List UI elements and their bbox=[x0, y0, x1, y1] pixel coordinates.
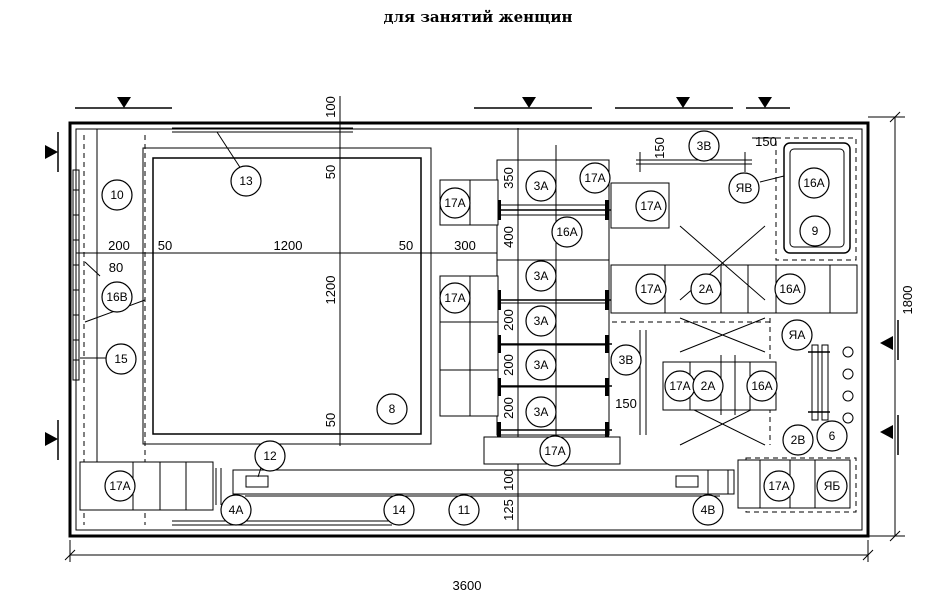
dim-1200-v: 1200 bbox=[323, 276, 338, 305]
label-3a-5: 3А bbox=[534, 405, 549, 419]
dim-150-c: 150 bbox=[615, 396, 637, 411]
label-16a-center: 16А bbox=[556, 225, 577, 239]
label-2a-1: 2А bbox=[699, 282, 714, 296]
label-11: 11 bbox=[458, 503, 471, 517]
dim-200-a: 200 bbox=[501, 309, 516, 331]
label-17a-bottom-right: 17А bbox=[768, 479, 789, 493]
dim-400: 400 bbox=[501, 226, 516, 248]
label-12: 12 bbox=[263, 449, 277, 463]
label-17a-right-lower: 17А bbox=[669, 379, 690, 393]
dimension-lines bbox=[64, 96, 905, 562]
dim-200-left: 200 bbox=[108, 238, 130, 253]
label-4a: 4А bbox=[229, 503, 244, 517]
dim-125: 125 bbox=[501, 499, 516, 521]
bottom-benches bbox=[79, 454, 735, 526]
label-14: 14 bbox=[392, 503, 406, 517]
label-17a-left-mid: 17А bbox=[444, 291, 465, 305]
center-equipment bbox=[439, 145, 670, 465]
label-17a-right-mid: 17А bbox=[640, 282, 661, 296]
label-3v-right: 3В bbox=[619, 353, 634, 367]
label-17a-right-upper: 17А bbox=[640, 199, 661, 213]
dim-1800: 1800 bbox=[900, 286, 915, 315]
label-17a-top: 17А bbox=[584, 171, 605, 185]
label-3v-top: 3В bbox=[697, 139, 712, 153]
label-2v: 2В bbox=[791, 433, 806, 447]
label-8: 8 bbox=[389, 402, 396, 416]
label-3a-2: 3А bbox=[534, 269, 549, 283]
label-17a-bottom-left: 17А bbox=[109, 479, 130, 493]
dim-100-top: 100 bbox=[323, 96, 338, 118]
label-10: 10 bbox=[110, 188, 124, 202]
dim-300: 300 bbox=[454, 238, 476, 253]
label-9: 9 bbox=[812, 224, 819, 238]
label-13: 13 bbox=[239, 174, 253, 188]
label-17a-left-upper: 17А bbox=[444, 196, 465, 210]
label-16a-right-lower: 16А bbox=[751, 379, 772, 393]
callouts: 10 13 16В 15 8 12 17А 4А 14 11 4В 17А 17… bbox=[101, 130, 848, 526]
label-3a-3: 3А bbox=[534, 314, 549, 328]
dim-80: 80 bbox=[109, 260, 123, 275]
label-3a-4: 3А bbox=[534, 358, 549, 372]
left-strip bbox=[72, 129, 146, 525]
label-yav: ЯВ bbox=[736, 181, 753, 195]
dim-50-a: 50 bbox=[323, 165, 338, 179]
section-markers bbox=[45, 97, 899, 460]
dim-150-a: 150 bbox=[652, 137, 667, 159]
label-16v: 16В bbox=[106, 290, 127, 304]
dim-150-b: 150 bbox=[755, 134, 777, 149]
label-yaa: ЯА bbox=[789, 328, 806, 342]
label-3a-1: 3А bbox=[534, 179, 549, 193]
dim-100-bottom: 100 bbox=[501, 469, 516, 491]
label-16a-top-right: 16А bbox=[803, 176, 824, 190]
dim-50-b: 50 bbox=[323, 413, 338, 427]
label-16a-right-mid: 16А bbox=[779, 282, 800, 296]
dim-200-c: 200 bbox=[501, 397, 516, 419]
label-17a-center-bottom: 17А bbox=[544, 444, 565, 458]
dim-50-d: 50 bbox=[399, 238, 413, 253]
dim-350: 350 bbox=[501, 167, 516, 189]
label-4v: 4В bbox=[701, 503, 716, 517]
outer-walls bbox=[68, 121, 870, 538]
label-yab: ЯБ bbox=[824, 479, 841, 493]
mat-area bbox=[142, 127, 432, 445]
plan-title: для занятий женщин bbox=[383, 8, 572, 26]
dim-3600: 3600 bbox=[453, 578, 482, 593]
label-15: 15 bbox=[114, 352, 128, 366]
dimension-texts: 3600 1800 100 50 50 200 50 1200 50 300 8… bbox=[108, 96, 915, 593]
dim-50-c: 50 bbox=[158, 238, 172, 253]
label-6: 6 bbox=[829, 429, 836, 443]
dim-1200-h: 1200 bbox=[274, 238, 303, 253]
dim-200-b: 200 bbox=[501, 354, 516, 376]
label-2a-2: 2А bbox=[701, 379, 716, 393]
